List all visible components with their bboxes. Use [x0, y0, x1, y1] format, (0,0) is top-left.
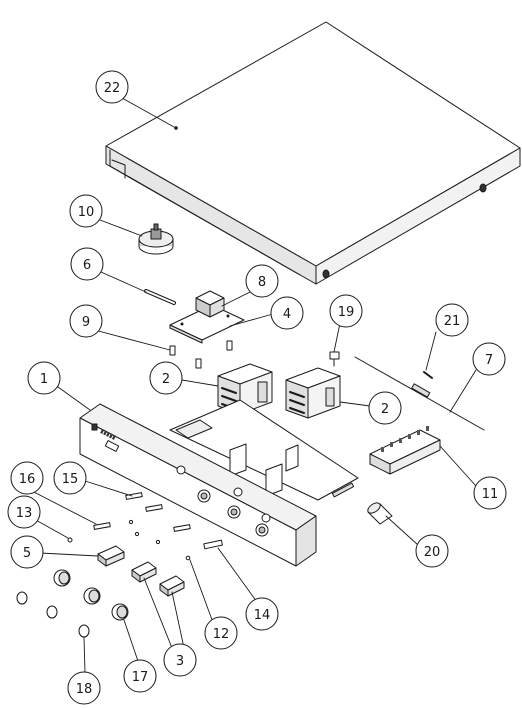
- callout-5-label: 5: [23, 546, 31, 561]
- callout-4: 4: [270, 296, 304, 330]
- callout-17: 17: [123, 659, 157, 693]
- callout-2-left-label: 2: [162, 372, 170, 387]
- callout-2-right-label: 2: [381, 402, 389, 417]
- part-12-nut: [185, 555, 191, 561]
- part-7-probe: [354, 356, 485, 431]
- callout-21: 21: [435, 303, 469, 337]
- callout-10-label: 10: [78, 205, 95, 220]
- part-9-standoffs: [169, 340, 233, 369]
- callout-17-label: 17: [132, 670, 149, 685]
- callout-18: 18: [67, 671, 101, 705]
- part-4-board: [169, 304, 245, 344]
- callout-15: 15: [53, 461, 87, 495]
- callout-20-label: 20: [424, 545, 441, 560]
- callout-6: 6: [70, 247, 104, 281]
- callout-3: 3: [163, 643, 197, 677]
- part-22-cover: [105, 21, 521, 285]
- part-8-relay: [195, 290, 225, 318]
- part-21-pin: [423, 371, 433, 379]
- part-19-connector: [329, 351, 340, 367]
- part-17-caps: [53, 569, 129, 621]
- callout-20: 20: [415, 534, 449, 568]
- callout-5: 5: [10, 535, 44, 569]
- part-16-screw: [93, 522, 111, 530]
- callout-8-label: 8: [258, 275, 266, 290]
- part-13-washer: [67, 519, 161, 545]
- part-15-screws: [125, 492, 191, 532]
- part-2-contactor-right: [285, 367, 341, 419]
- part-10-knob: [138, 223, 174, 255]
- part-1-front-panel: ▮▮▮▮▮: [79, 399, 359, 567]
- callout-13: 13: [7, 495, 41, 529]
- callout-22: 22: [95, 70, 129, 104]
- callout-22-label: 22: [104, 81, 121, 96]
- part-18-lenses: [16, 591, 90, 638]
- callout-7: 7: [472, 342, 506, 376]
- part-11-terminal-strip: [369, 426, 441, 475]
- callout-14-label: 14: [254, 608, 271, 623]
- callout-2-left: 2: [149, 361, 183, 395]
- callout-11: 11: [473, 476, 507, 510]
- callout-9: 9: [69, 304, 103, 338]
- part-20-sleeve: [367, 502, 393, 525]
- callout-13-label: 13: [16, 506, 33, 521]
- part-2-contactor-left: [217, 363, 273, 415]
- part-6-rod: [144, 289, 176, 305]
- callout-1: 1: [27, 361, 61, 395]
- callout-3-label: 3: [176, 654, 184, 669]
- callout-12: 12: [204, 616, 238, 650]
- callout-19: 19: [329, 294, 363, 328]
- callout-9-label: 9: [82, 315, 90, 330]
- callout-4-label: 4: [283, 307, 291, 322]
- callout-2-right: 2: [368, 391, 402, 425]
- callout-18-label: 18: [76, 682, 93, 697]
- callout-11-label: 11: [482, 487, 499, 502]
- callout-7-label: 7: [485, 353, 493, 368]
- callout-16-label: 16: [19, 472, 36, 487]
- part-14-screw: [203, 539, 223, 550]
- callout-21-label: 21: [444, 314, 461, 329]
- callout-10: 10: [69, 194, 103, 228]
- leader-lines: [29, 97, 477, 674]
- callout-8: 8: [245, 264, 279, 298]
- callout-19-label: 19: [338, 305, 355, 320]
- callout-16: 16: [10, 461, 44, 495]
- callout-12-label: 12: [213, 627, 230, 642]
- callout-6-label: 6: [83, 258, 91, 273]
- callout-15-label: 15: [62, 472, 79, 487]
- part-5-switch: [97, 545, 125, 567]
- callout-1-label: 1: [40, 372, 48, 387]
- callout-14: 14: [245, 597, 279, 631]
